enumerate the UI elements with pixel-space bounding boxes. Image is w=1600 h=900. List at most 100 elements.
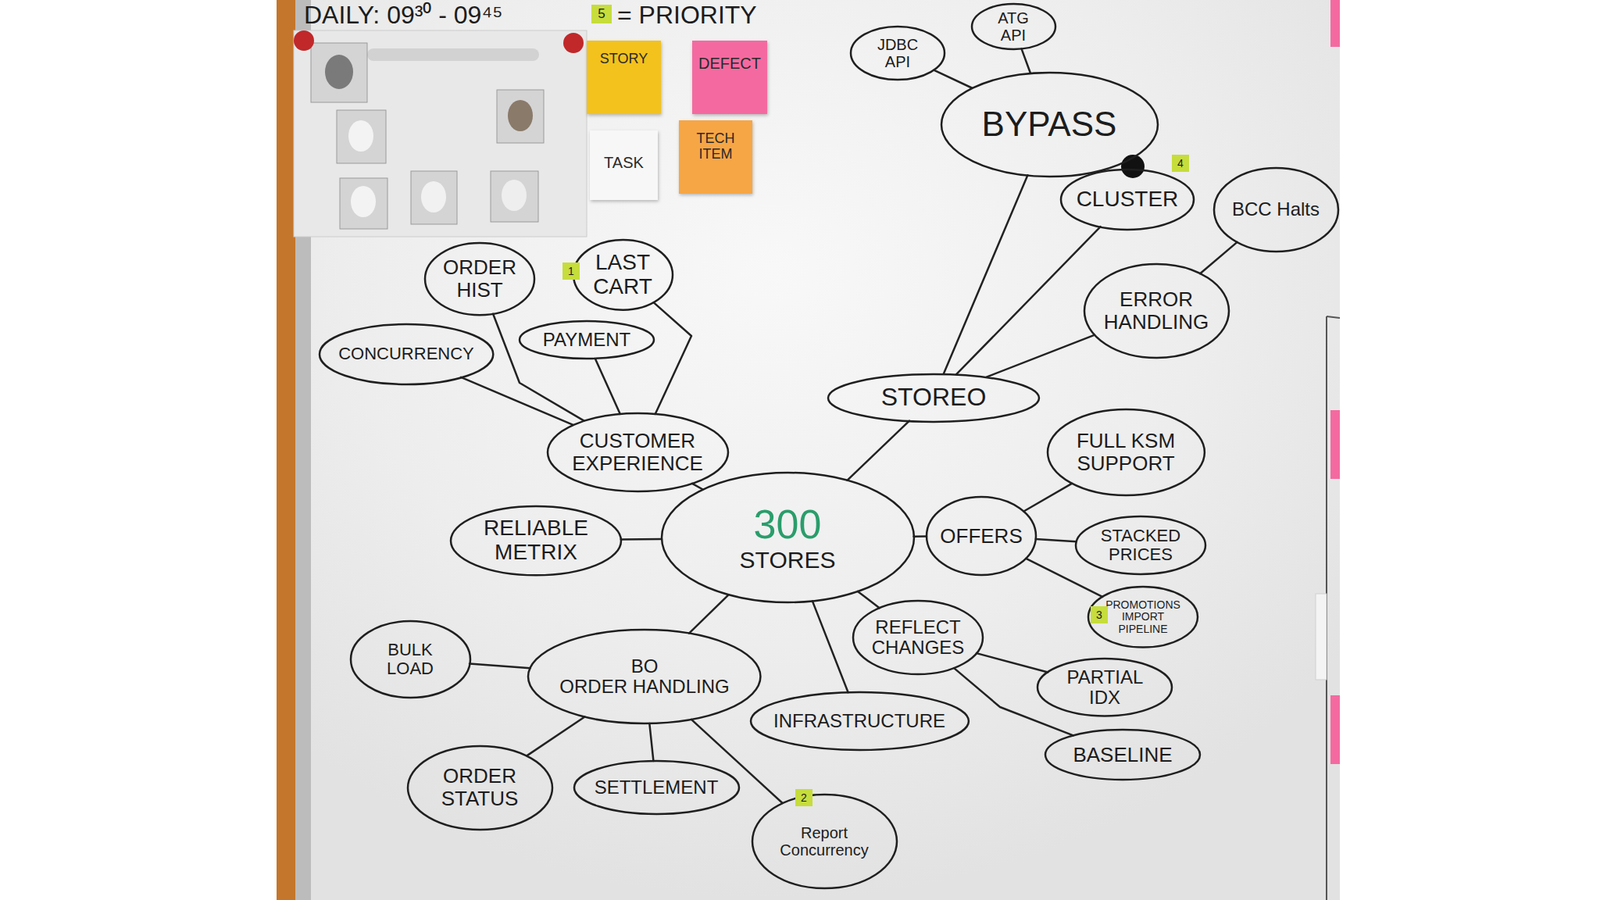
mind-map-bubble: RELIABLE METRIX (449, 504, 623, 577)
marker-line (1326, 316, 1340, 318)
bubble-text: CLUSTER (1076, 187, 1179, 212)
bubble-text-group: STOREO (881, 383, 987, 411)
bubble-text-group: INFRASTRUCTURE (773, 710, 946, 732)
bubble-text: Report Concurrency (779, 824, 868, 859)
connector (1021, 48, 1031, 73)
bubble-text: OFFERS (939, 525, 1022, 548)
mind-map-bubble: BYPASS (939, 71, 1160, 179)
legend-text: TASK (589, 130, 658, 172)
bubble-text: STORES (739, 546, 836, 573)
bubble-text: ORDER STATUS (441, 764, 519, 810)
bubble-text-group: JDBC API (877, 35, 918, 71)
legend-text: TECH ITEM (696, 120, 736, 163)
sticky-note: TASK (589, 130, 658, 200)
connector (1200, 242, 1238, 274)
pink-sticky-edge (1330, 0, 1340, 47)
wrap-spacer (689, 656, 737, 674)
bubble-text-group: ATG API (997, 9, 1029, 44)
wooden-frame (276, 0, 296, 900)
bubble-text-group: PAYMENT (542, 329, 631, 350)
bubble-text-group: PROMOTIONS IMPORT PIPELINE (1105, 599, 1181, 636)
bubble-text: BCC Halts (1232, 199, 1320, 220)
bubble-text: CUSTOMER EXPERIENCE (571, 429, 704, 475)
mind-map-bubble: BULK LOAD (349, 619, 472, 700)
bubble-text: PROMOTIONS IMPORT PIPELINE (1105, 599, 1181, 636)
bubble-text: PAYMENT (542, 329, 631, 350)
heading-note: DAILY: 09³⁰ - 09⁴⁵ (303, 1, 503, 29)
sticky-note: DEFECT (692, 40, 768, 115)
priority-tag: 3 (1090, 606, 1108, 624)
connector (986, 335, 1095, 378)
mind-map-bubble: FULL KSM SUPPORT (1046, 407, 1207, 497)
bubble-text: PARTIAL IDX (1067, 667, 1143, 709)
connector (1023, 483, 1072, 512)
mind-map-bubble: BASELINE (1043, 728, 1202, 782)
mind-map-bubble: BCC Halts (1212, 166, 1340, 254)
bubble-text-group: BASELINE (1072, 743, 1172, 767)
bubble-text: BULK LOAD (386, 640, 434, 679)
pink-sticky-edge (1330, 695, 1340, 765)
bubble-text: LAST CART (592, 250, 653, 300)
paper-sheet (1315, 593, 1327, 680)
bubble-text-group: FULL KSM SUPPORT (1064, 429, 1187, 475)
priority-tag: 4 (1171, 154, 1190, 172)
connector (653, 302, 692, 415)
bubble-text-group: CLUSTER (1076, 187, 1179, 212)
mind-map-bubble: PARTIAL IDX (1035, 657, 1174, 718)
bubble-text-group: BCC Halts (1232, 199, 1320, 220)
bubble-text: ORDER HIST (442, 256, 517, 301)
connector (595, 358, 621, 415)
connector (914, 535, 928, 538)
mind-map-bubble: CONCURRENCY (317, 322, 495, 386)
mind-map-bubble: LAST CART (571, 238, 675, 312)
team-sheet (293, 30, 587, 237)
bubble-text: BO ORDER HANDLING (552, 656, 736, 698)
legend-text: DEFECT (692, 40, 768, 72)
mind-map-bubble: ORDER STATUS (406, 744, 554, 832)
mind-map-bubble: CUSTOMER EXPERIENCE (546, 411, 730, 493)
bubble-text-group: ERROR HANDLING (1103, 288, 1209, 333)
priority-number: 5 (591, 4, 612, 24)
mind-map-bubble: CLUSTER (1059, 167, 1196, 232)
bubble-text: STOREO (881, 383, 987, 411)
connector (469, 664, 531, 669)
connector (812, 600, 849, 693)
bubble-text-group: SETTLEMENT (594, 777, 719, 798)
bubble-text: BASELINE (1072, 743, 1172, 767)
bubble-text: BYPASS (982, 105, 1118, 143)
bubble-text-group: REFLECT CHANGES (871, 617, 965, 659)
magnet (293, 30, 315, 51)
bubble-text-group: BULK LOAD (386, 640, 434, 679)
bubble-text-group: STACKED PRICES (1100, 526, 1181, 565)
bubble-text: ERROR HANDLING (1103, 288, 1209, 333)
connector (1035, 539, 1077, 542)
bubble-text-group: BO ORDER HANDLING (552, 656, 736, 698)
bubble-text-group: OFFERS (939, 525, 1022, 548)
bubble-text: INFRASTRUCTURE (773, 710, 946, 732)
mind-map-bubble: Report Concurrency (750, 792, 899, 890)
connector (857, 591, 880, 608)
mind-map-bubble: REFLECT CHANGES (851, 599, 985, 676)
connector (933, 70, 972, 89)
bubble-text: JDBC API (877, 35, 918, 71)
mind-map-bubble: PAYMENT (517, 319, 656, 361)
mind-map-bubble: ORDER HIST (423, 241, 536, 317)
mind-map-bubble: JDBC API (849, 25, 947, 82)
connector (689, 594, 729, 633)
wrap-spacer (552, 656, 600, 674)
bubble-text-group: ORDER HIST (442, 256, 517, 301)
bubble-text: FULL KSM SUPPORT (1064, 429, 1187, 475)
connector (846, 421, 910, 481)
mind-map-bubble: BO ORDER HANDLING (526, 628, 762, 725)
magnet (563, 32, 584, 54)
bubble-text-group: CONCURRENCY (338, 344, 475, 364)
connector (649, 723, 654, 761)
connector (621, 538, 662, 541)
connector (526, 717, 585, 757)
connector (976, 653, 1048, 672)
mind-map-bubble: ERROR HANDLING (1082, 262, 1231, 360)
legend-text: STORY (586, 40, 661, 68)
bubble-text-group: ORDER STATUS (441, 764, 519, 810)
